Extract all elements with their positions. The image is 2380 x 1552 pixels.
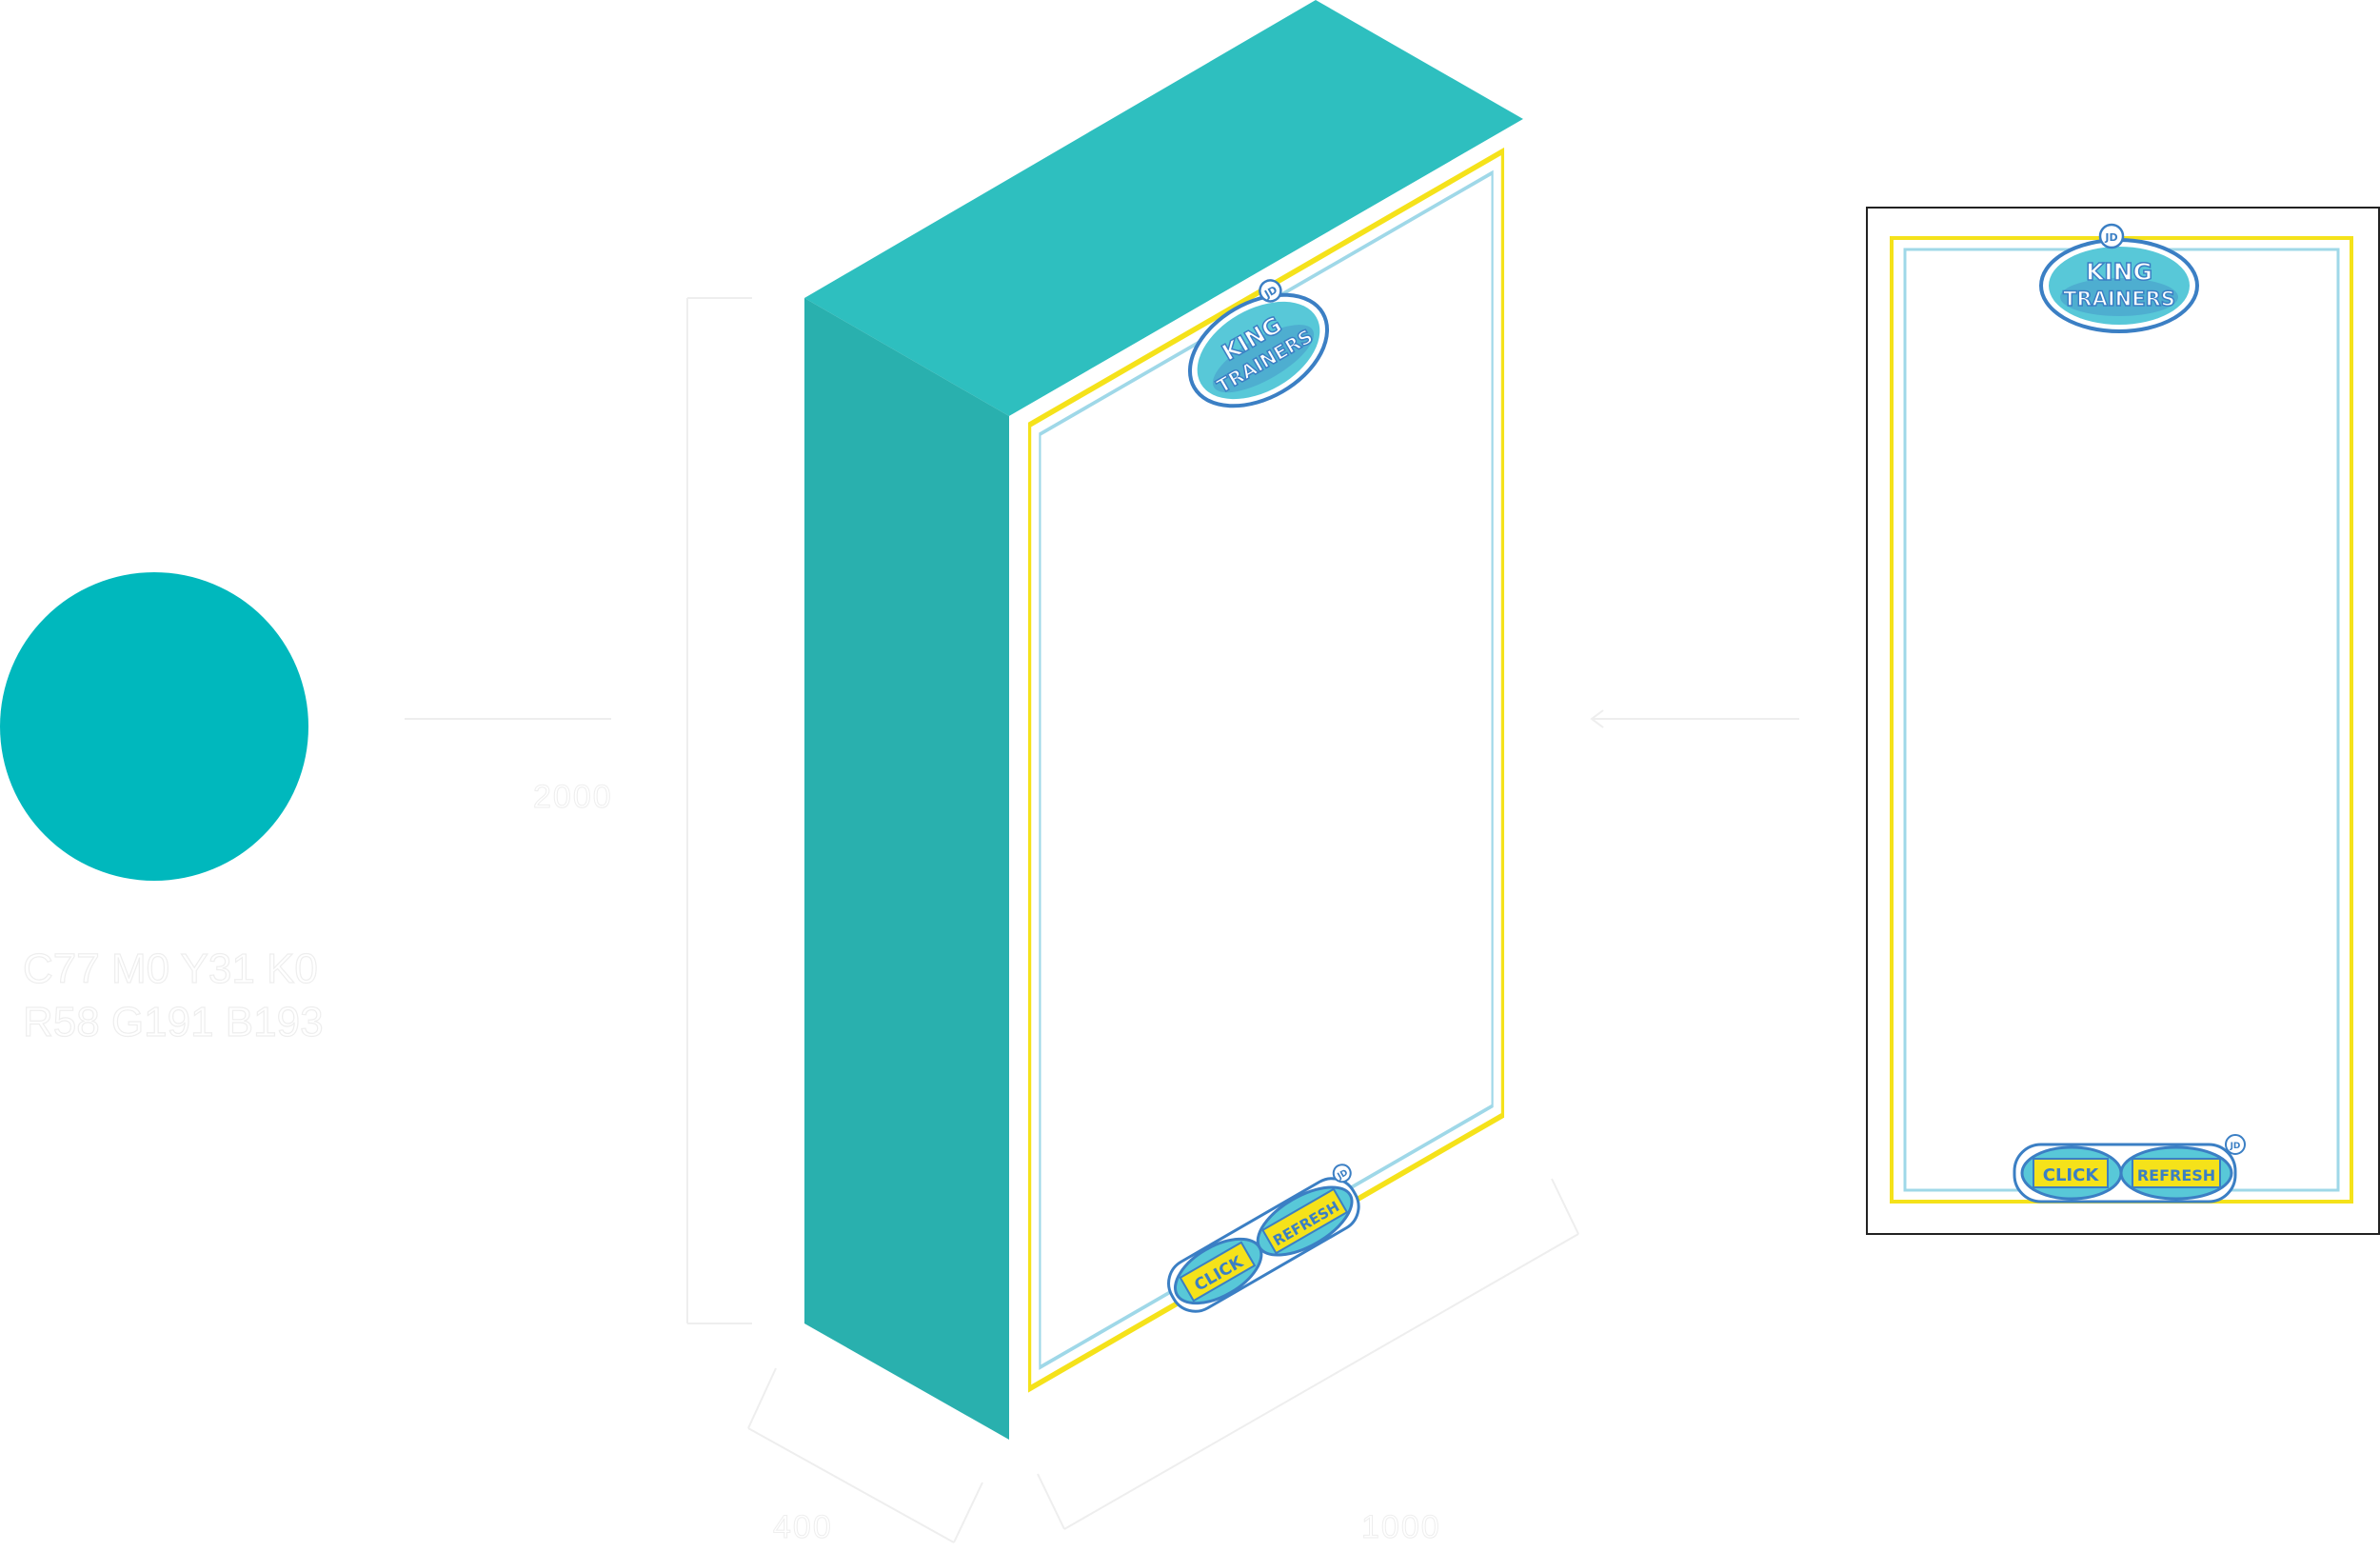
width-dimension-label: 1000 [1361,1509,1441,1545]
flat-bottom-logo: CLICK REFRESH JD [2013,1134,2246,1204]
view-connector-arrow [1590,709,1799,728]
color-swatch [0,572,308,881]
flat-front-view: KING TRAINERS JD CLICK REFRESH JD [1866,207,2380,1235]
box-front-face [1009,119,1523,1440]
flat-logo-click: CLICK [2043,1165,2100,1185]
flat-logo-refresh: REFRESH [2137,1166,2215,1184]
box-front-frame-inner [1039,169,1494,1370]
box-top-logo: KING TRAINERS JD [1187,279,1330,408]
flat-top-logo: KING TRAINERS JD [2039,223,2199,333]
flat-logo-badge-2: JD [2230,1142,2241,1151]
swatch-cmyk-label: C77 M0 Y31 K0 [23,945,318,992]
box-front-frame-outer [1027,147,1505,1393]
flat-logo-line2: TRAINERS [2063,288,2175,310]
swatch-rgb-label: R58 G191 B193 [23,999,324,1045]
flat-logo-line1: KING [2086,258,2152,286]
height-dimension [686,297,752,1324]
depth-dimension-label: 400 [773,1509,833,1545]
box-side-face [804,298,1009,1440]
box-top-face [804,0,1523,416]
height-dimension-label: 2000 [533,779,613,815]
flat-view-border [1866,207,2380,1235]
depth-dimension [747,1367,983,1543]
box-bottom-logo: CLICK REFRESH JD [1167,1164,1360,1313]
box-logo-badge: JD [1261,284,1279,301]
display-box-3d: KING TRAINERS JD CLICK REFRESH JD [804,0,1523,1440]
flat-logo-badge: JD [2104,231,2117,244]
width-dimension [1037,1178,1579,1530]
